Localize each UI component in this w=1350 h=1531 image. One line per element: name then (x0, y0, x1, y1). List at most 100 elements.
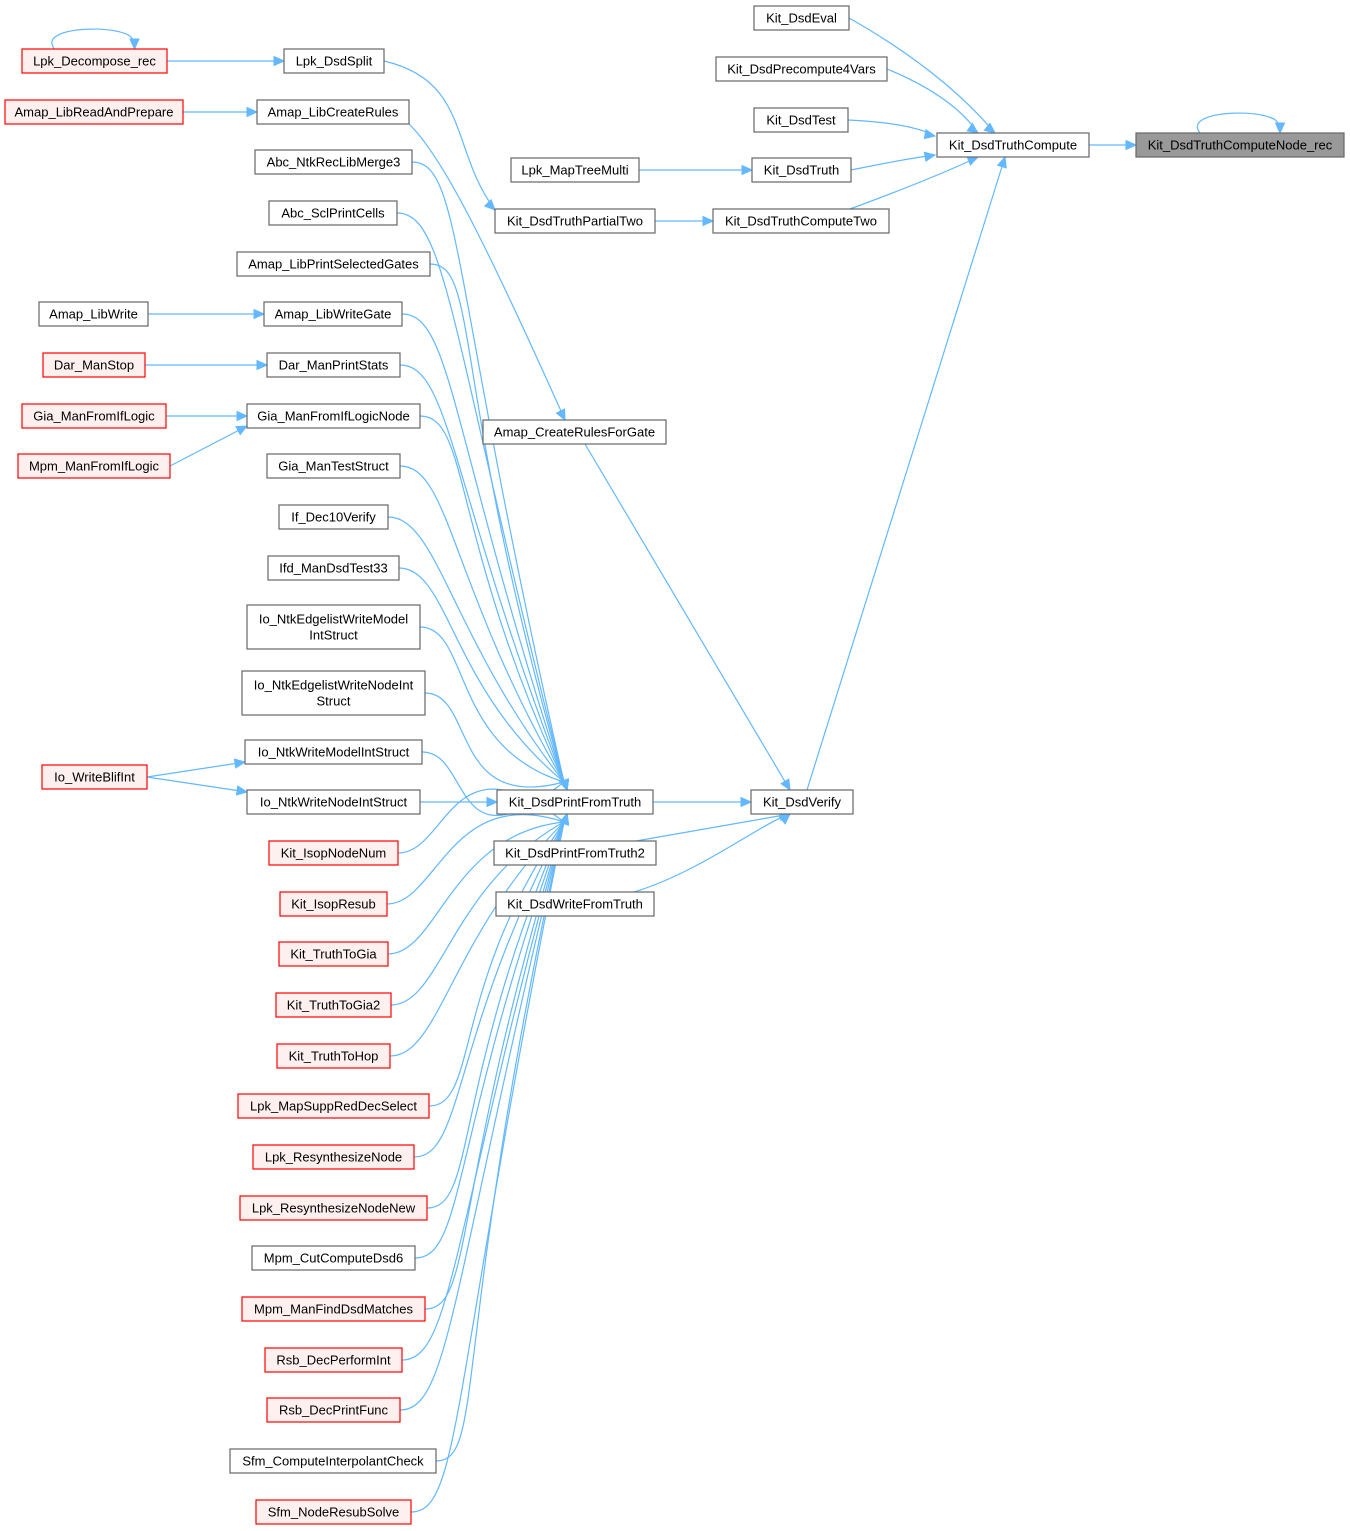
node-darstats[interactable]: Dar_ManPrintStats (266, 352, 401, 378)
node-togia[interactable]: Kit_TruthToGia (278, 941, 389, 967)
edge-line (435, 821, 565, 1462)
arrowhead-icon (483, 198, 496, 211)
node-darstop[interactable]: Dar_ManStop (42, 352, 146, 378)
node-partialtwo[interactable]: Kit_DsdTruthPartialTwo (494, 208, 656, 234)
node-isopnum[interactable]: Kit_IsopNodeNum (268, 840, 399, 866)
node-label: Kit_DsdPrintFromTruth (509, 795, 641, 810)
node-rulesgate[interactable]: Amap_CreateRulesForGate (482, 419, 667, 445)
node-label: Mpm_ManFromIfLogic (29, 459, 160, 474)
node-giaif[interactable]: Gia_ManFromIfLogic (21, 403, 167, 429)
node-resyn[interactable]: Lpk_ResynthesizeNode (252, 1144, 415, 1170)
node-test[interactable]: Kit_DsdTest (753, 107, 849, 133)
node-print[interactable]: Kit_DsdPrintFromTruth (496, 789, 654, 815)
edge-line (419, 415, 565, 783)
node-selgates[interactable]: Amap_LibPrintSelectedGates (236, 251, 431, 277)
node-box (750, 789, 854, 815)
node-sfmsolve[interactable]: Sfm_NodeResubSolve (255, 1499, 412, 1525)
edge-line (426, 821, 565, 1209)
edge-decomp-to-dsdsplit (167, 55, 286, 67)
edge-rulesgate-to-verify (584, 443, 791, 792)
node-label: Lpk_ResynthesizeNodeNew (252, 1201, 416, 1216)
node-eval[interactable]: Kit_DsdEval (753, 5, 850, 31)
arrowhead-icon (1274, 122, 1286, 135)
node-readprep[interactable]: Amap_LibReadAndPrepare (4, 99, 184, 125)
edge-sfmsolve-to-print (410, 812, 570, 1513)
node-ifd33[interactable]: Ifd_ManDsdTest33 (267, 555, 400, 581)
node-mpmif[interactable]: Mpm_ManFromIfLogic (17, 453, 171, 479)
edge-maptree-to-truth (639, 164, 754, 176)
node-sfmcheck[interactable]: Sfm_ComputeInterpolantCheck (229, 1448, 437, 1474)
node-label-line: Io_NtkEdgelistWriteNodeInt (254, 678, 414, 693)
node-box (246, 789, 421, 815)
node-label: Sfm_ComputeInterpolantCheck (242, 1454, 424, 1469)
node-libwrite[interactable]: Amap_LibWrite (38, 301, 149, 327)
edge-computetwo-to-compute (849, 156, 980, 210)
node-precomp[interactable]: Kit_DsdPrecompute4Vars (715, 56, 888, 82)
node-box (753, 5, 850, 31)
node-box (495, 891, 655, 917)
arrowhead-icon (923, 128, 937, 140)
node-giaifnode[interactable]: Gia_ManFromIfLogicNode (246, 403, 421, 429)
node-wmodel[interactable]: Io_NtkWriteModelIntStruct (244, 739, 423, 765)
arrowhead-icon (555, 408, 566, 422)
node-box (276, 1043, 391, 1069)
node-box (256, 99, 410, 125)
node-rsbperf[interactable]: Rsb_DecPerformInt (264, 1347, 403, 1373)
node-resynnew[interactable]: Lpk_ResynthesizeNodeNew (239, 1195, 428, 1221)
edge-line (419, 626, 565, 783)
node-ifdec[interactable]: If_Dec10Verify (278, 504, 389, 530)
node-box (246, 604, 421, 650)
node-writegate[interactable]: Amap_LibWriteGate (263, 301, 403, 327)
node-label: Dar_ManPrintStats (279, 358, 389, 373)
node-box (264, 1347, 403, 1373)
node-giatest[interactable]: Gia_ManTestStruct (266, 453, 401, 479)
arrowhead-icon (996, 155, 1007, 169)
node-blif[interactable]: Io_WriteBlifInt (41, 764, 148, 790)
edge-print-to-verify (653, 796, 753, 808)
arrowhead-icon (486, 796, 499, 808)
node-wnode[interactable]: Io_NtkWriteNodeIntStruct (246, 789, 421, 815)
node-rsbprint[interactable]: Rsb_DecPrintFunc (266, 1397, 401, 1423)
node-createrules[interactable]: Amap_LibCreateRules (256, 99, 410, 125)
node-label-line: IntStruct (309, 628, 358, 643)
node-box (255, 1499, 412, 1525)
node-cutdsd6[interactable]: Mpm_CutComputeDsd6 (251, 1245, 416, 1271)
node-computetwo[interactable]: Kit_DsdTruthComputeTwo (712, 208, 890, 234)
edge-line (848, 17, 996, 134)
node-reclib[interactable]: Abc_NtkRecLibMerge3 (254, 149, 413, 175)
edge-partialtwo-to-computetwo (655, 215, 715, 227)
arrowhead-icon (256, 359, 269, 371)
node-suppred[interactable]: Lpk_MapSuppRedDecSelect (237, 1093, 430, 1119)
node-box (266, 1397, 401, 1423)
node-writefrom[interactable]: Kit_DsdWriteFromTruth (495, 891, 655, 917)
edge-finddsd-to-print (424, 812, 570, 1310)
node-compute[interactable]: Kit_DsdTruthCompute (936, 132, 1090, 158)
arrowhead-icon (246, 106, 259, 118)
node-print2[interactable]: Kit_DsdPrintFromTruth2 (493, 840, 657, 866)
node-box (244, 739, 423, 765)
edge-line (399, 364, 565, 783)
node-isopres[interactable]: Kit_IsopResub (279, 891, 388, 917)
node-label-line: Struct (317, 694, 351, 709)
node-rec[interactable]: Kit_DsdTruthComputeNode_rec (1135, 132, 1345, 158)
node-verify[interactable]: Kit_DsdVerify (750, 789, 854, 815)
edges-layer (51, 17, 1286, 1513)
arrowhead-icon (741, 164, 754, 176)
node-truth[interactable]: Kit_DsdTruth (751, 157, 852, 183)
node-sclcells[interactable]: Abc_SclPrintCells (268, 200, 398, 226)
node-finddsd[interactable]: Mpm_ManFindDsdMatches (241, 1296, 426, 1322)
node-dsdsplit[interactable]: Lpk_DsdSplit (283, 48, 385, 74)
node-togia2[interactable]: Kit_TruthToGia2 (275, 992, 392, 1018)
edge-line (584, 443, 791, 791)
edge-line (387, 516, 565, 783)
node-decomp[interactable]: Lpk_Decompose_rec (21, 48, 168, 74)
node-maptree[interactable]: Lpk_MapTreeMulti (510, 157, 640, 183)
node-label-line: Io_NtkEdgelistWriteModel (259, 612, 408, 627)
node-tohop[interactable]: Kit_TruthToHop (276, 1043, 391, 1069)
arrowhead-icon (983, 122, 996, 134)
arrowhead-icon (778, 813, 791, 825)
node-box (268, 200, 398, 226)
